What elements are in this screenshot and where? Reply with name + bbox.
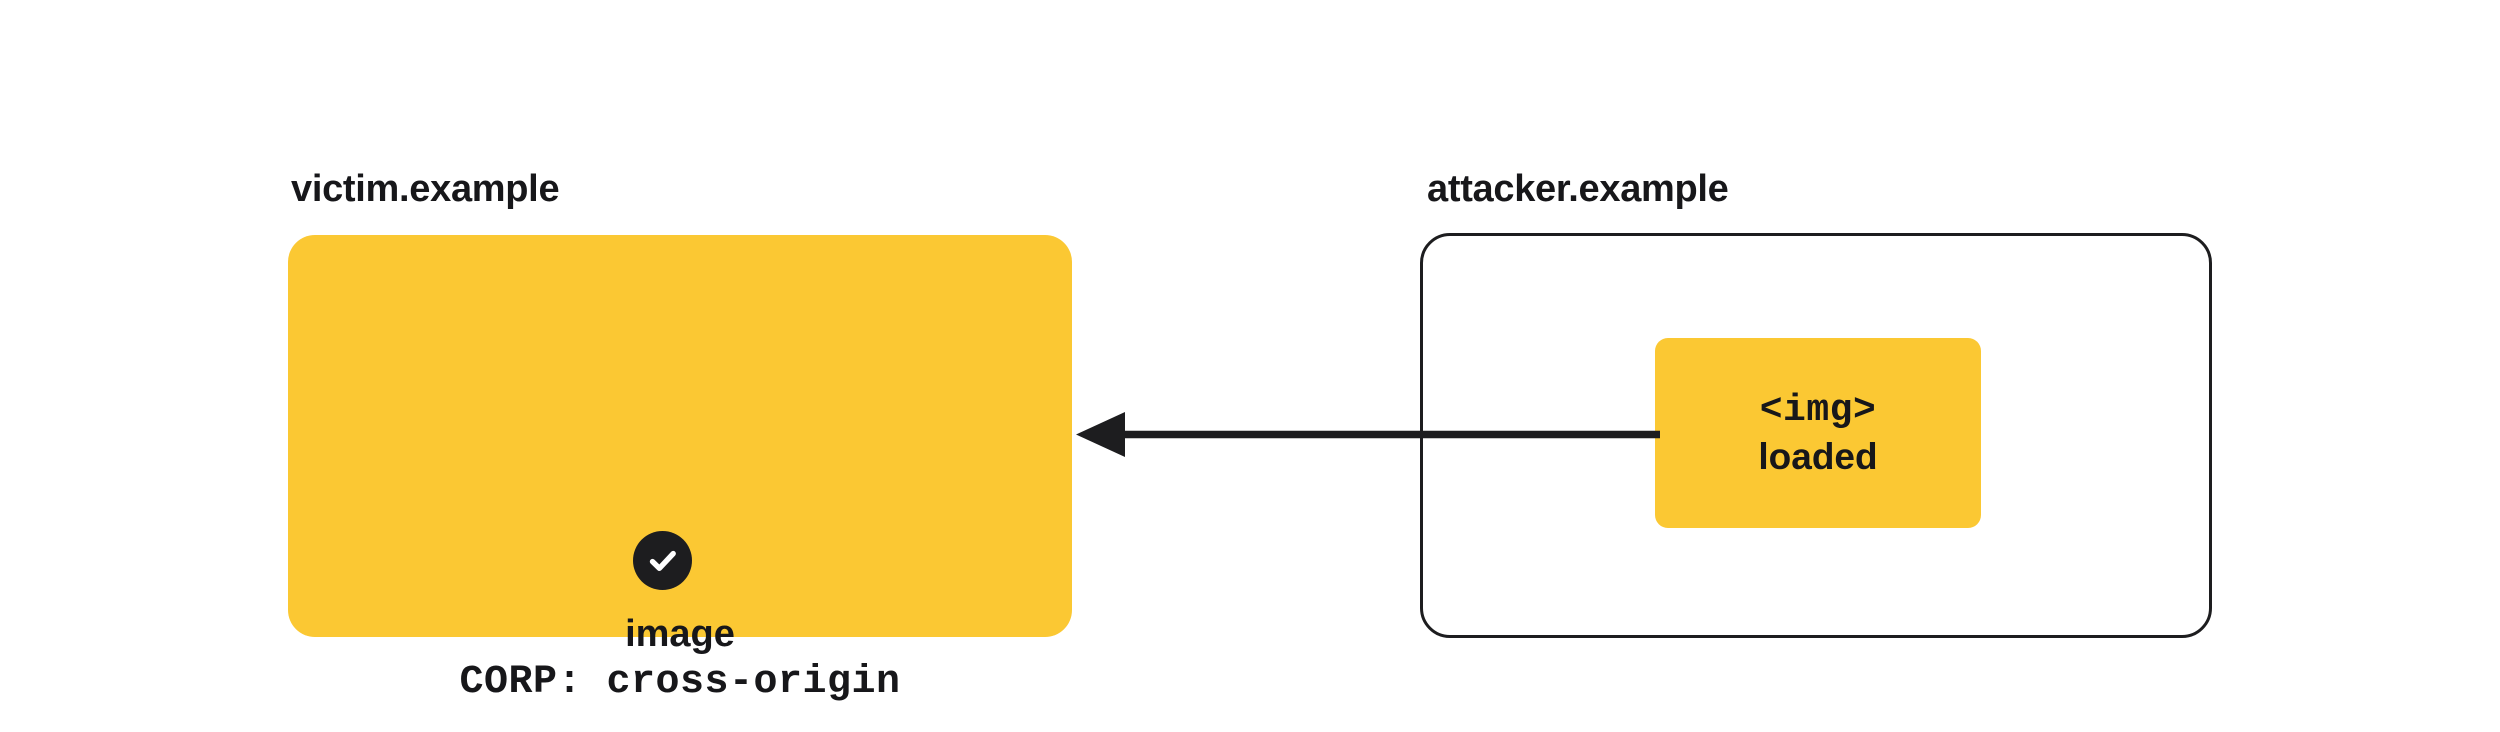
victim-corp-header: CORP: cross-origin	[459, 660, 901, 705]
img-status-label: loaded	[1758, 435, 1878, 477]
victim-resource-box: image CORP: cross-origin	[288, 235, 1072, 705]
victim-resource-text: image CORP: cross-origin	[288, 610, 1072, 708]
victim-origin-label: victim.example	[291, 168, 560, 210]
img-tag-label: <img>	[1759, 388, 1877, 432]
check-icon	[633, 531, 692, 590]
attacker-origin-label: attacker.example	[1427, 168, 1729, 210]
victim-resource-name: image	[625, 613, 735, 655]
attacker-img-element: <img> loaded	[1655, 338, 1981, 528]
